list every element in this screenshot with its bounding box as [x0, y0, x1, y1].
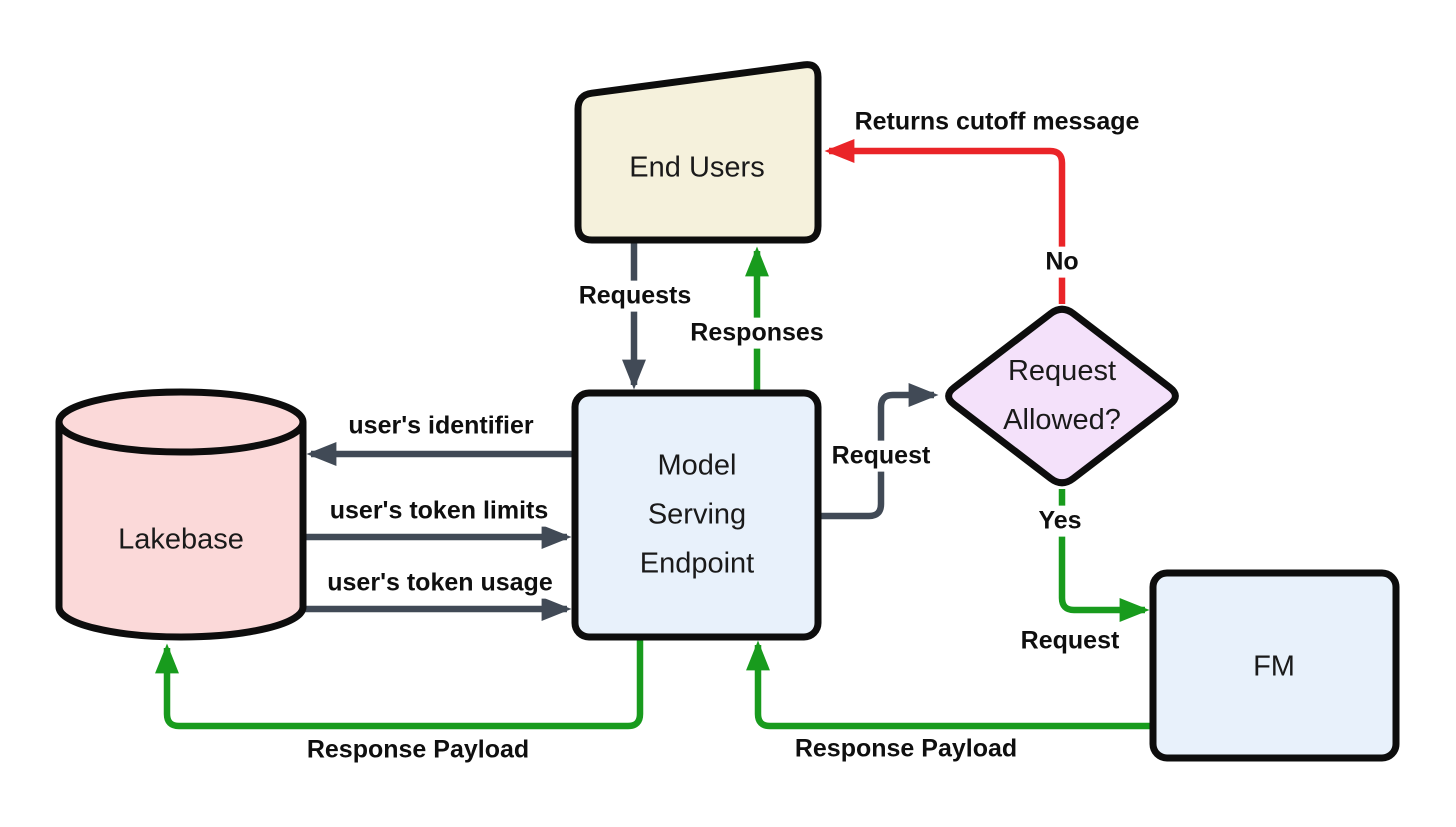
request-to-decision-edge-label: Request — [824, 440, 938, 472]
returns-cutoff-edge-label: Returns cutoff message — [847, 106, 1147, 138]
no-edge-label: No — [1038, 246, 1086, 278]
fm-node — [1149, 569, 1400, 762]
response-payload-left-arrow — [155, 639, 644, 730]
model-serving-label-line2: Serving — [647, 498, 747, 531]
end-users-node — [574, 61, 822, 244]
decision-label-line2: Allowed? — [1003, 404, 1121, 436]
response-payload-right-edge-label: Response Payload — [787, 733, 1025, 765]
responses-edge-label: Responses — [683, 317, 831, 349]
fm-label: FM — [1253, 650, 1295, 683]
model-serving-label: Model Serving Endpoint — [640, 442, 755, 589]
lakebase-node — [55, 388, 307, 641]
yes-edge-label: Yes — [1031, 505, 1089, 537]
decision-label: Request Allowed? — [1003, 347, 1121, 445]
end-users-label: End Users — [629, 151, 765, 184]
request-to-fm-edge-label: Request — [1013, 625, 1127, 657]
requests-edge-label: Requests — [571, 280, 699, 312]
users-token-usage-edge-label: user's token usage — [320, 567, 560, 599]
model-serving-label-line3: Endpoint — [639, 547, 755, 580]
response-payload-right-arrow — [746, 640, 1152, 730]
decision-node — [945, 305, 1179, 487]
model-serving-label-line1: Model — [657, 449, 737, 482]
model-serving-node — [571, 389, 822, 641]
yes-request-arrow — [1058, 489, 1150, 622]
users-token-limits-edge-label: user's token limits — [322, 495, 556, 527]
returns-cutoff-arrow — [824, 139, 1066, 304]
response-payload-left-edge-label: Response Payload — [299, 734, 537, 766]
users-identifier-edge-label: user's identifier — [341, 410, 541, 442]
lakebase-label: Lakebase — [118, 523, 244, 556]
decision-label-line1: Request — [1007, 355, 1116, 387]
